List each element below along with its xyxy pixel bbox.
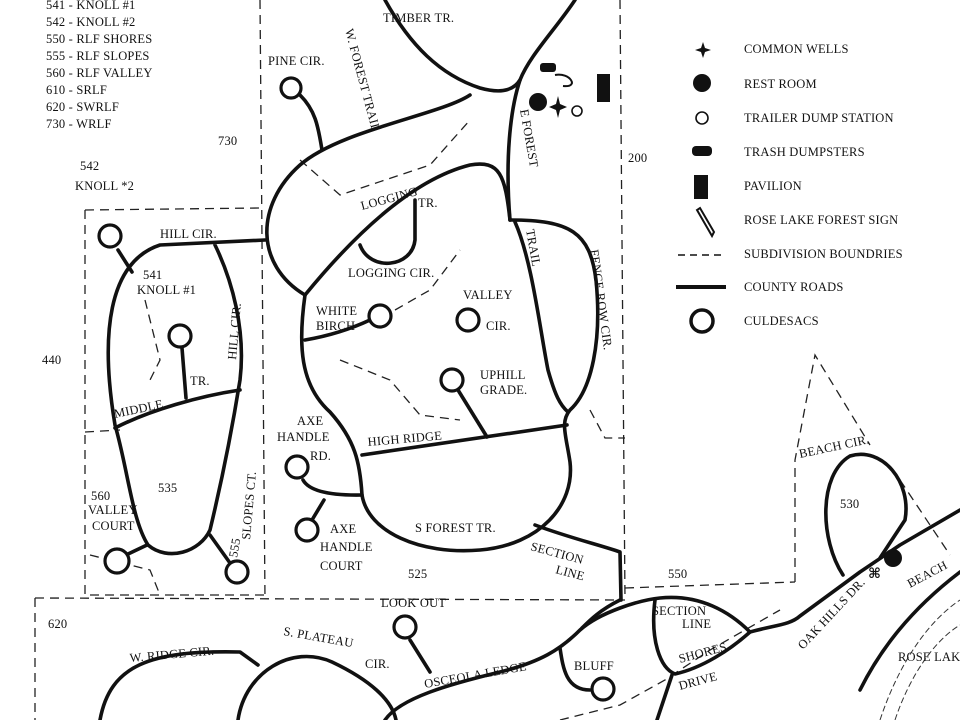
beach-rest-room-icon [884,549,902,567]
road-label: BLUFF [574,659,614,673]
area-labels: 730 542 KNOLL *2 200 440 541 KNOLL #1 53… [42,134,859,631]
road-label: PINE CIR. [268,54,325,68]
road-label: RD. [310,449,331,463]
legend-label: COMMON WELLS [744,42,849,56]
lake-label: ROSE LAKE [898,650,960,664]
key-item: 555 - RLF SLOPES [46,49,150,63]
road-label: UPHILL [480,368,526,382]
road-label: AXE [330,522,356,536]
pavilion-icon [694,175,708,199]
culdesacs [97,76,616,702]
legend-label: TRAILER DUMP STATION [744,111,894,125]
road-label: S. PLATEAU [282,624,354,650]
road-label: E FOREST [517,108,541,169]
road-label: HILL CIR. [225,302,244,360]
area-label: 200 [628,151,647,165]
road-label: LOOK OUT [381,596,446,610]
sign-icon [695,206,716,239]
road-label: BEACH CIR. [798,432,871,461]
road-label: OSCEOLA LEDGE [423,659,528,691]
key-item: 730 - WRLF [46,117,112,131]
area-label: 620 [48,617,67,631]
area-label: KNOLL *2 [75,179,134,193]
facilities: ⌘ [529,63,902,582]
road-label: HIGH RIDGE [367,429,443,449]
road-label: TIMBER TR. [383,11,454,25]
key-item: 610 - SRLF [46,83,107,97]
filled-circle-icon [693,74,711,92]
road-label: SLOPES CT. [239,471,259,540]
area-label: 560 [91,489,110,503]
area-label: 730 [218,134,237,148]
road-label: TR. [418,196,438,210]
road-label: VALLEY [88,503,138,517]
road-label: BIRCH [316,319,355,333]
lake-shoreline [879,599,960,720]
area-label: 541 [143,268,162,282]
road-label: COURT [320,559,363,573]
dump-station-icon [571,105,583,117]
area-label: 440 [42,353,61,367]
key-item: 560 - RLF VALLEY [46,66,153,80]
well-icon [549,96,567,118]
area-label: KNOLL #1 [137,283,196,297]
road-label: HANDLE [277,430,330,444]
road-label: LINE [682,617,711,631]
area-label: 555 [226,537,243,558]
road-label: HANDLE [320,540,373,554]
legend-label: REST ROOM [744,77,817,91]
area-label: 550 [668,567,687,581]
road-label: LOGGING CIR. [348,266,434,280]
area-label: 530 [840,497,859,511]
star-icon [695,42,711,58]
dumpster-icon [540,63,556,72]
road-label: W. FOREST TRAIL [342,27,383,133]
rest-room-icon [529,93,547,111]
area-label: 535 [158,481,177,495]
legend-label: PAVILION [744,179,802,193]
road-label: S FOREST TR. [415,521,496,535]
road-label: COURT [92,519,135,533]
county-roads [98,0,960,720]
legend: COMMON WELLS REST ROOM TRAILER DUMP STAT… [676,42,903,334]
key-item: 550 - RLF SHORES [46,32,152,46]
legend-label: CULDESACS [744,314,819,328]
area-label: 525 [408,567,427,581]
culdesac-icon [689,308,715,334]
subdivision-boundaries [34,0,951,720]
road-label: CIR. [365,657,390,671]
road-label: GRADE. [480,383,527,397]
road-label: HILL CIR. [160,227,217,241]
area-label: 542 [80,159,99,173]
beach-pavilion-icon: ⌘ [868,567,881,582]
key-item: 541 - KNOLL #1 [46,0,135,12]
road-label: SECTION [652,604,706,618]
road-label: TR. [190,374,210,388]
small-circle-icon [695,111,709,125]
legend-label: SUBDIVISION BOUNDRIES [744,247,903,261]
road-label: FENCE ROW CIR. [587,248,615,351]
road-label: TRAIL [523,228,543,268]
dumpster-icon [692,146,712,156]
road-label: VALLEY [463,288,513,302]
pavilion-icon [597,74,610,102]
subdivision-key: 541 - KNOLL #1 542 - KNOLL #2 550 - RLF … [46,0,153,131]
legend-label: ROSE LAKE FOREST SIGN [744,213,898,227]
road-label: AXE [297,414,323,428]
road-label: SHORES [677,640,728,666]
road-label: WHITE [316,304,357,318]
road-label: CIR. [486,319,511,333]
legend-label: COUNTY ROADS [744,280,844,294]
legend-label: TRASH DUMPSTERS [744,145,865,159]
key-item: 620 - SWRLF [46,100,119,114]
road-label: W. RIDGE CIR. [129,644,215,665]
key-item: 542 - KNOLL #2 [46,15,135,29]
